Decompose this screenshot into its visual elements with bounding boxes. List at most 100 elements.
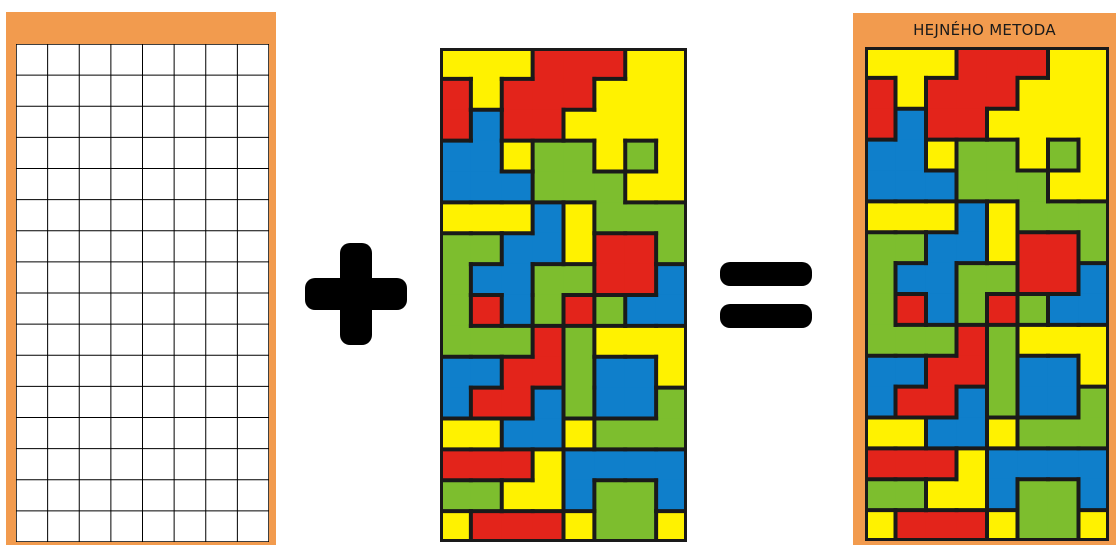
- piece-cell: [1048, 386, 1079, 417]
- piece-cell: [1078, 108, 1109, 139]
- piece-cell: [1017, 448, 1048, 479]
- piece-cell: [471, 511, 502, 542]
- piece-cell: [956, 139, 987, 170]
- piece-cell: [956, 294, 987, 325]
- piece-cell: [656, 79, 687, 110]
- piece-cell: [895, 201, 926, 232]
- piece-cell: [656, 140, 687, 171]
- piece-cell: [956, 170, 987, 201]
- piece-cell: [625, 79, 656, 110]
- piece-cell: [501, 418, 532, 449]
- piece-cell: [501, 480, 532, 511]
- piece-cell: [532, 356, 563, 387]
- piece-cell: [865, 78, 896, 109]
- piece-cell: [1078, 170, 1109, 201]
- piece-cell: [656, 202, 687, 233]
- piece-cell: [440, 480, 471, 511]
- piece-cell: [987, 325, 1018, 356]
- piece-cell: [440, 48, 471, 79]
- piece-cell: [656, 326, 687, 357]
- piece-cell: [956, 232, 987, 263]
- piece-cell: [926, 47, 957, 78]
- piece-cell: [471, 171, 502, 202]
- piece-cell: [865, 355, 896, 386]
- piece-cell: [865, 510, 896, 541]
- piece-cell: [594, 140, 625, 171]
- piece-cell: [1017, 232, 1048, 263]
- piece-cell: [926, 417, 957, 448]
- piece-cell: [1078, 325, 1109, 356]
- piece-cell: [1017, 479, 1048, 510]
- piece-cell: [895, 448, 926, 479]
- piece-cell: [865, 386, 896, 417]
- piece-cell: [1017, 325, 1048, 356]
- piece-cell: [926, 263, 957, 294]
- piece-cell: [926, 232, 957, 263]
- piece-cell: [895, 479, 926, 510]
- piece-cell: [1078, 139, 1109, 170]
- piece-cell: [895, 108, 926, 139]
- piece-cell: [865, 47, 896, 78]
- result-title: HEJNÉHO METODA: [853, 13, 1116, 47]
- piece-cell: [656, 264, 687, 295]
- result-frame: HEJNÉHO METODA: [853, 13, 1116, 545]
- piece-cell: [440, 326, 471, 357]
- piece-cell: [987, 417, 1018, 448]
- piece-cell: [1078, 294, 1109, 325]
- piece-cell: [532, 418, 563, 449]
- piece-cell: [865, 232, 896, 263]
- piece-cell: [956, 78, 987, 109]
- plus-sign: [303, 241, 409, 347]
- piece-cell: [563, 418, 594, 449]
- piece-cell: [440, 202, 471, 233]
- piece-cell: [625, 202, 656, 233]
- piece-cell: [440, 79, 471, 110]
- piece-cell: [1078, 47, 1109, 78]
- piece-cell: [563, 387, 594, 418]
- piece-cell: [865, 479, 896, 510]
- piece-cell: [1017, 139, 1048, 170]
- piece-cell: [594, 171, 625, 202]
- piece-cell: [532, 449, 563, 480]
- piece-cell: [440, 295, 471, 326]
- piece-cell: [956, 201, 987, 232]
- piece-cell: [625, 449, 656, 480]
- piece-cell: [440, 387, 471, 418]
- piece-cell: [956, 479, 987, 510]
- piece-cell: [656, 387, 687, 418]
- piece-cell: [1048, 294, 1079, 325]
- piece-cell: [471, 326, 502, 357]
- piece-cell: [625, 140, 656, 171]
- piece-cell: [1017, 417, 1048, 448]
- piece-cell: [625, 356, 656, 387]
- piece-cell: [956, 355, 987, 386]
- piece-cell: [594, 295, 625, 326]
- piece-cell: [1017, 47, 1048, 78]
- piece-cell: [563, 480, 594, 511]
- piece-cell: [895, 386, 926, 417]
- piece-cell: [501, 295, 532, 326]
- piece-cell: [625, 418, 656, 449]
- piece-cell: [532, 79, 563, 110]
- piece-cell: [625, 511, 656, 542]
- piece-cell: [656, 171, 687, 202]
- piece-cell: [656, 449, 687, 480]
- piece-cell: [1078, 232, 1109, 263]
- piece-cell: [1017, 108, 1048, 139]
- piece-cell: [1017, 170, 1048, 201]
- piece-cell: [532, 264, 563, 295]
- piece-cell: [895, 232, 926, 263]
- piece-cell: [594, 418, 625, 449]
- piece-cell: [501, 449, 532, 480]
- result-board: [865, 47, 1109, 541]
- empty-grid-lines: [16, 44, 269, 542]
- piece-cell: [987, 139, 1018, 170]
- piece-cell: [865, 201, 896, 232]
- piece-cell: [625, 480, 656, 511]
- piece-cell: [532, 140, 563, 171]
- piece-cell: [594, 449, 625, 480]
- piece-cell: [501, 264, 532, 295]
- piece-cell: [471, 356, 502, 387]
- piece-cell: [956, 417, 987, 448]
- piece-cell: [563, 356, 594, 387]
